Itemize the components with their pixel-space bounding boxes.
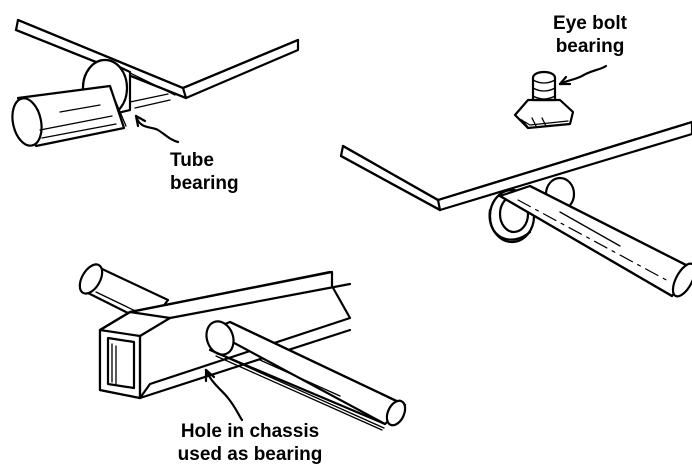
chassis-hole-bearing-drawing bbox=[78, 263, 407, 431]
hole-bearing-label-line1: Hole in chassis bbox=[180, 421, 320, 442]
eye-bolt-bearing-drawing bbox=[339, 64, 692, 298]
eye-bolt-bearing-label-line1: Eye bolt bbox=[553, 13, 627, 34]
tube-bearing-label-line1: Tube bbox=[170, 150, 214, 171]
hole-bearing-label: Hole in chassis used as bearing bbox=[155, 420, 345, 466]
tube-bearing-label: Tube bearing bbox=[170, 149, 239, 195]
eye-bolt-bearing-label: Eye bolt bearing bbox=[530, 12, 650, 58]
eye-bolt-bearing-label-line2: bearing bbox=[555, 36, 625, 57]
hole-bearing-label-line2: used as bearing bbox=[177, 444, 323, 465]
tube-bearing-label-line2: bearing bbox=[170, 173, 239, 194]
tube-bearing-drawing bbox=[11, 18, 300, 148]
